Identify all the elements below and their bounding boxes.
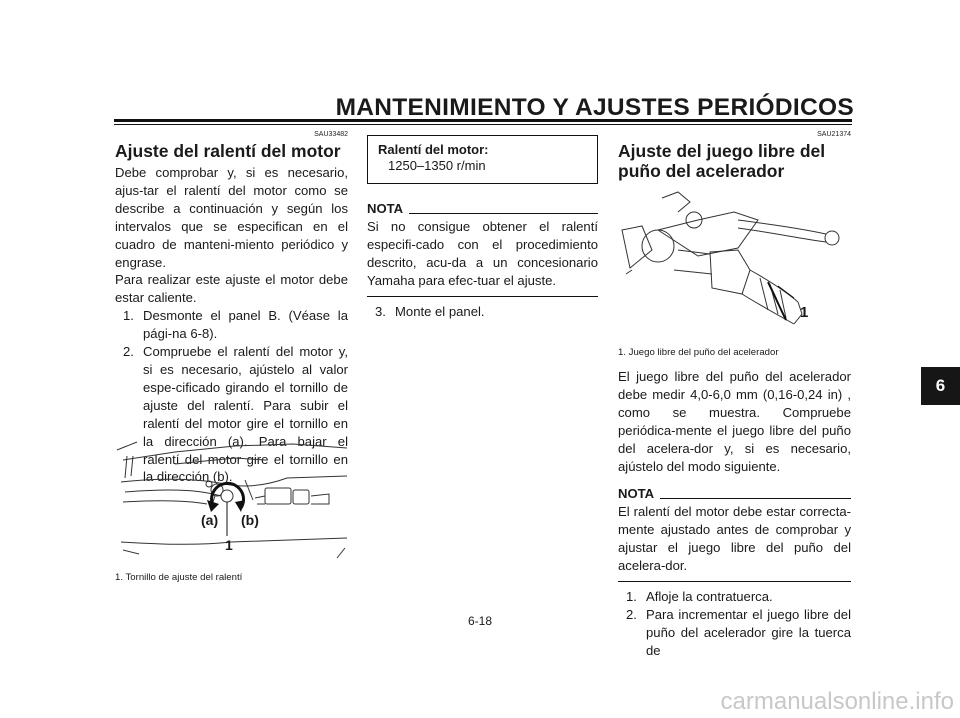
page-number: 6-18 bbox=[467, 614, 493, 628]
section-code: SAU33482 bbox=[314, 131, 348, 138]
step-item: 1. Afloje la contratuerca. bbox=[618, 588, 851, 606]
nota-end-rule bbox=[367, 295, 598, 297]
step-number: 3. bbox=[375, 303, 386, 319]
step-number: 1. bbox=[626, 588, 637, 604]
intro-paragraph: Debe comprobar y, si es necesario, ajus-… bbox=[115, 165, 348, 270]
header-rule-thick bbox=[114, 119, 852, 122]
step-number: 2. bbox=[626, 606, 637, 622]
callout-number: 1 bbox=[225, 537, 233, 553]
step-item: 1. Desmonte el panel B. (Véase la pági-n… bbox=[115, 307, 348, 343]
figure-caption: 1. Tornillo de ajuste del ralentí bbox=[115, 572, 243, 583]
left-column: SAU33482 Ajuste del ralentí del motor De… bbox=[115, 130, 348, 486]
warm-engine-paragraph: Para realizar este ajuste el motor debe … bbox=[115, 272, 348, 306]
nota-rule bbox=[409, 212, 598, 214]
throttle-grip-illustration: 1 bbox=[618, 190, 852, 340]
step-text: Desmonte el panel B. (Véase la pági-na 6… bbox=[143, 308, 348, 342]
right-column: SAU21374 Ajuste del juego libre del puño… bbox=[618, 130, 851, 184]
nota-text: Si no consigue obtener el ralentí especi… bbox=[367, 218, 598, 288]
nota-rule bbox=[660, 498, 851, 500]
right-column-body: El juego libre del puño del acelerador d… bbox=[618, 368, 851, 660]
step-text: Compruebe el ralentí del motor y, si es … bbox=[143, 344, 348, 485]
middle-column: Ralentí del motor: 1250–1350 r/min NOTA … bbox=[367, 135, 598, 320]
spec-box: Ralentí del motor: 1250–1350 r/min bbox=[367, 135, 598, 184]
nota-label: NOTA bbox=[618, 486, 655, 502]
direction-b-label: (b) bbox=[241, 512, 259, 528]
nota-text: El ralentí del motor debe estar correcta… bbox=[618, 504, 851, 574]
section-heading: Ajuste del ralentí del motor bbox=[115, 141, 341, 161]
nota-end-rule bbox=[618, 580, 851, 582]
throttle-grip-drawing bbox=[621, 191, 840, 325]
chapter-tab: 6 bbox=[921, 367, 960, 405]
spec-title: Ralentí del motor: bbox=[378, 142, 489, 157]
section-code: SAU21374 bbox=[817, 131, 851, 138]
nota-heading: NOTA bbox=[367, 200, 598, 218]
nota-label: NOTA bbox=[367, 201, 404, 216]
step-item: 2. Para incrementar el juego libre del p… bbox=[618, 606, 851, 660]
step-text: Monte el panel. bbox=[395, 303, 485, 319]
idle-screw-illustration: (a) (b) 1 bbox=[115, 438, 350, 564]
step-item: 3. Monte el panel. bbox=[367, 303, 598, 321]
direction-a-label: (a) bbox=[201, 512, 219, 528]
callout-number: 1 bbox=[800, 304, 809, 321]
idle-screw-drawing bbox=[116, 441, 348, 559]
step-text: Para incrementar el juego libre del puño… bbox=[646, 606, 851, 658]
rotation-arrow bbox=[210, 481, 246, 509]
header-rule-thin bbox=[114, 124, 852, 125]
step-number: 1. bbox=[123, 308, 134, 324]
step-number: 2. bbox=[123, 344, 134, 360]
figure-caption: 1. Juego libre del puño del acelerador bbox=[618, 347, 779, 358]
step-text: Afloje la contratuerca. bbox=[646, 588, 773, 604]
spec-value: 1250–1350 r/min bbox=[388, 158, 486, 173]
nota-heading: NOTA bbox=[618, 485, 851, 503]
watermark-text: carmanualsonline.info bbox=[720, 688, 954, 715]
step-item: 2. Compruebe el ralentí del motor y, si … bbox=[115, 343, 348, 486]
throttle-paragraph: El juego libre del puño del acelerador d… bbox=[618, 369, 851, 474]
page-header-title: MANTENIMIENTO Y AJUSTES PERIÓDICOS bbox=[335, 94, 854, 121]
section-heading: Ajuste del juego libre del puño del acel… bbox=[618, 141, 826, 181]
